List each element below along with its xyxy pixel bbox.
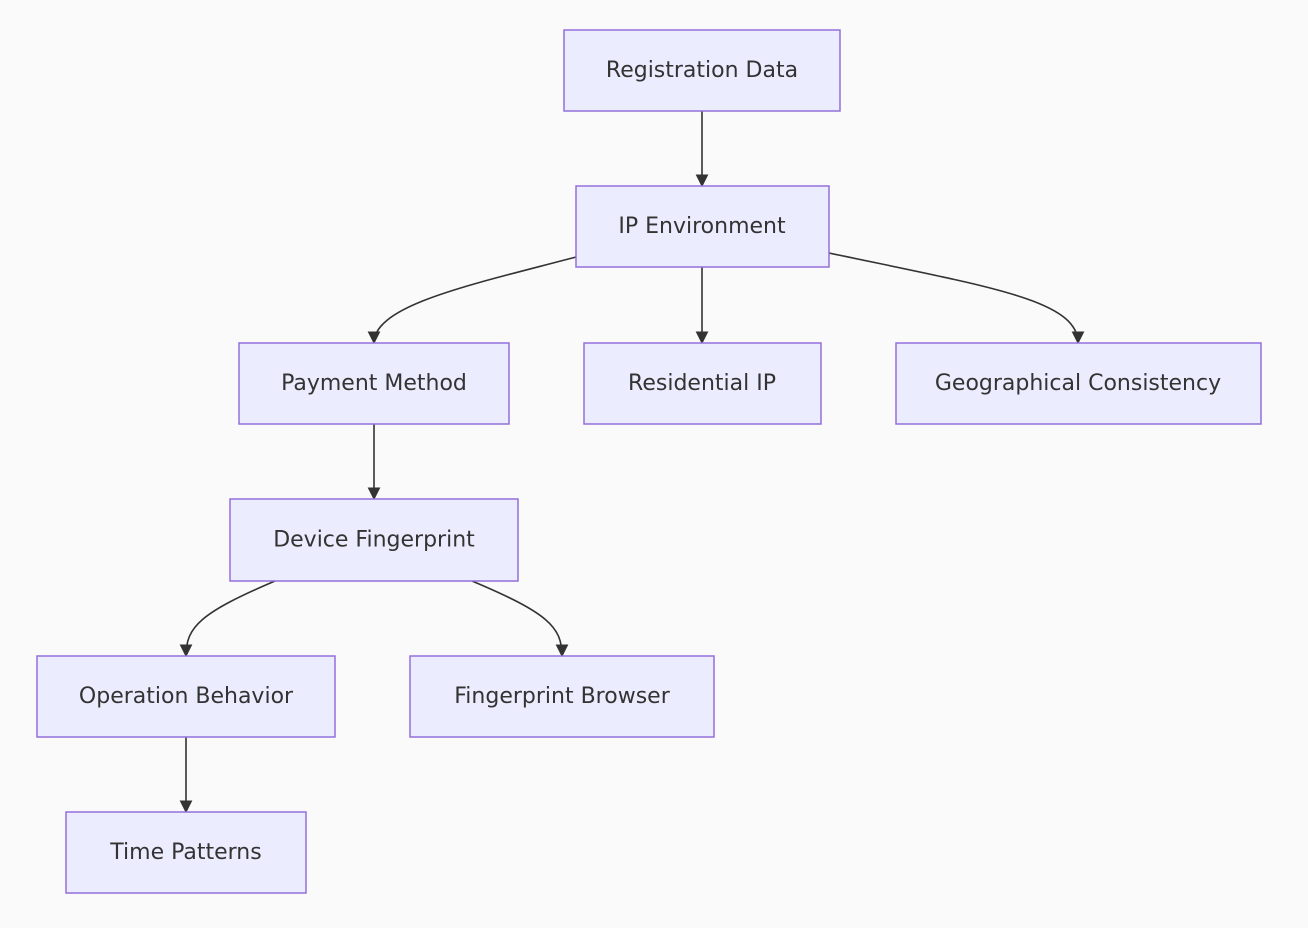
edge-device-to-operation (179, 580, 276, 658)
node-label-geographical-consistency: Geographical Consistency (935, 371, 1221, 396)
node-label-fingerprint-browser: Fingerprint Browser (454, 684, 670, 709)
node-operation-behavior: Operation Behavior (36, 655, 336, 738)
node-label-time-patterns: Time Patterns (109, 840, 261, 865)
edges (179, 111, 1085, 814)
edge-ip-to-payment (367, 256, 577, 345)
node-time-patterns: Time Patterns (65, 811, 307, 894)
edge-device-to-browser (471, 580, 569, 658)
node-label-payment-method: Payment Method (281, 371, 467, 396)
node-residential-ip: Residential IP (583, 342, 822, 425)
node-geographical-consistency: Geographical Consistency (895, 342, 1262, 425)
node-label-operation-behavior: Operation Behavior (79, 684, 294, 709)
node-label-device-fingerprint: Device Fingerprint (273, 528, 475, 553)
node-label-residential-ip: Residential IP (628, 371, 776, 396)
node-label-registration-data: Registration Data (606, 58, 798, 83)
node-registration-data: Registration Data (563, 29, 841, 112)
node-device-fingerprint: Device Fingerprint (229, 498, 519, 582)
node-label-ip-environment: IP Environment (618, 214, 786, 239)
node-payment-method: Payment Method (238, 342, 510, 425)
node-ip-environment: IP Environment (575, 185, 830, 268)
edge-ip-to-geo (828, 252, 1085, 345)
node-fingerprint-browser: Fingerprint Browser (409, 655, 715, 738)
